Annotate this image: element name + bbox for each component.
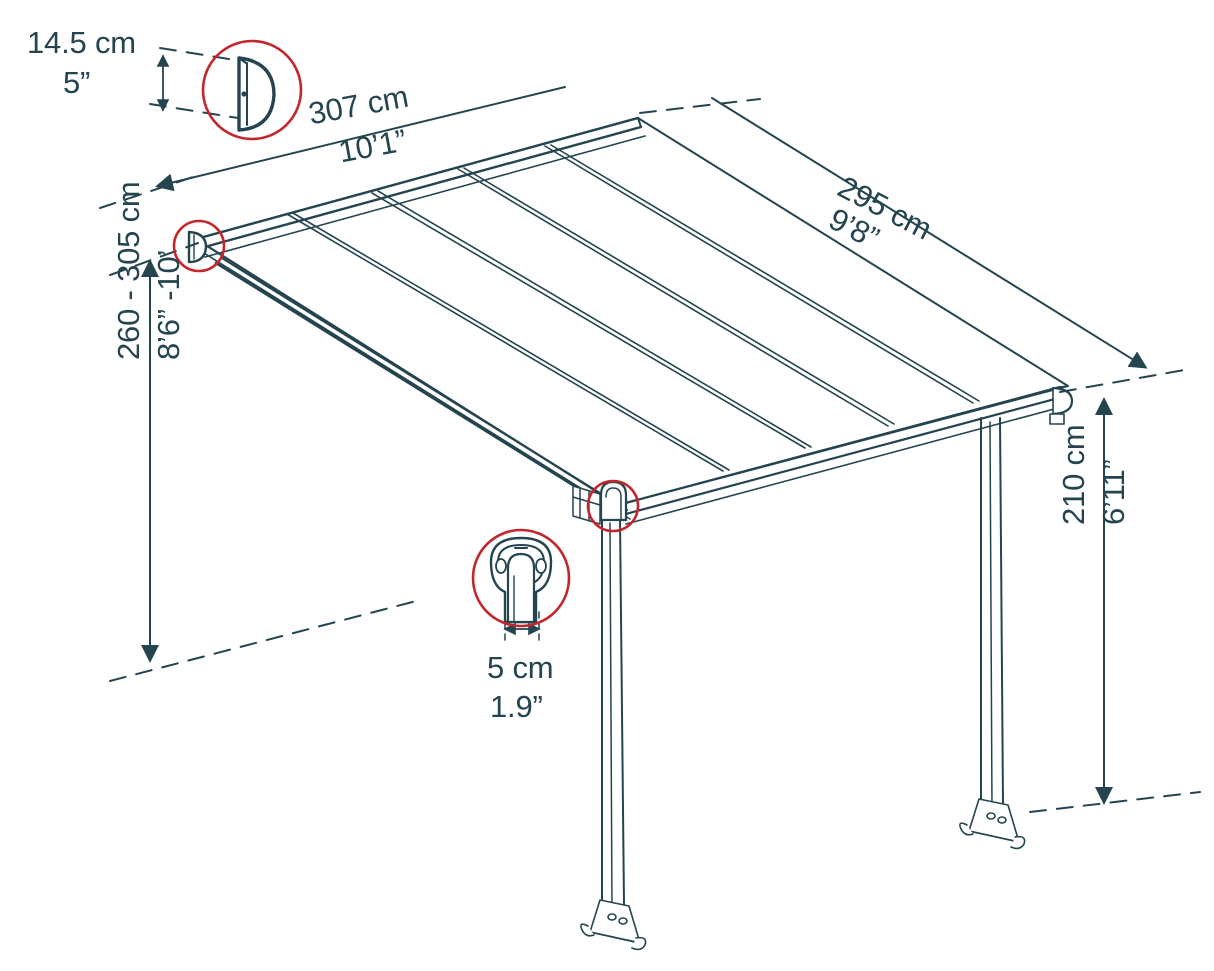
drawing-geometry <box>99 39 1201 951</box>
dim-line-width <box>155 86 566 192</box>
eave-rail <box>616 385 1070 525</box>
callout-circle-post-head <box>586 479 640 533</box>
roof-assembly <box>187 116 1074 525</box>
dim-label-gutter-depth-metric: 14.5 cm <box>27 25 136 60</box>
dim-label-front-height-imperial: 6’11” <box>1096 459 1131 525</box>
left-edge-beam <box>195 238 622 516</box>
dim-label-post-width-metric: 5 cm <box>487 650 554 685</box>
front-right-post <box>959 417 1026 850</box>
dim-label-gutter-depth-imperial: 5” <box>63 65 91 100</box>
roof-rafters <box>286 144 980 472</box>
ground-line-right <box>1029 791 1201 813</box>
extension-wall-top <box>109 242 199 276</box>
callout-circle-post <box>471 528 571 628</box>
dimension-lines <box>141 54 1148 805</box>
front-beam-end-cap <box>1049 386 1074 425</box>
ground-line-left <box>109 599 421 682</box>
callout-circle-wall-end <box>172 219 226 273</box>
dim-label-wall-height-metric: 260 - 305 cm <box>111 181 146 360</box>
post-base-plate-right <box>959 798 1026 850</box>
roof-glazing-surface <box>195 117 1069 506</box>
extension-roof-back-right <box>639 98 761 114</box>
extension-gutter-top <box>159 47 236 61</box>
dim-line-projection <box>711 97 1148 369</box>
extension-front-corner <box>1059 368 1191 393</box>
post-head-connector <box>599 480 628 522</box>
post-profile-detail <box>471 528 571 628</box>
callout-circle-gutter <box>201 39 303 141</box>
dim-label-post-width-imperial: 1.9” <box>490 689 543 724</box>
dim-label-wall-height-imperial: 8’6” -10’ <box>151 249 186 360</box>
gutter-profile-detail <box>201 39 303 141</box>
wall-beam-end-cap <box>187 230 208 264</box>
post-base-plate-left <box>580 899 647 951</box>
dim-label-front-height-metric: 210 cm <box>1056 424 1091 525</box>
front-left-post <box>580 480 647 951</box>
